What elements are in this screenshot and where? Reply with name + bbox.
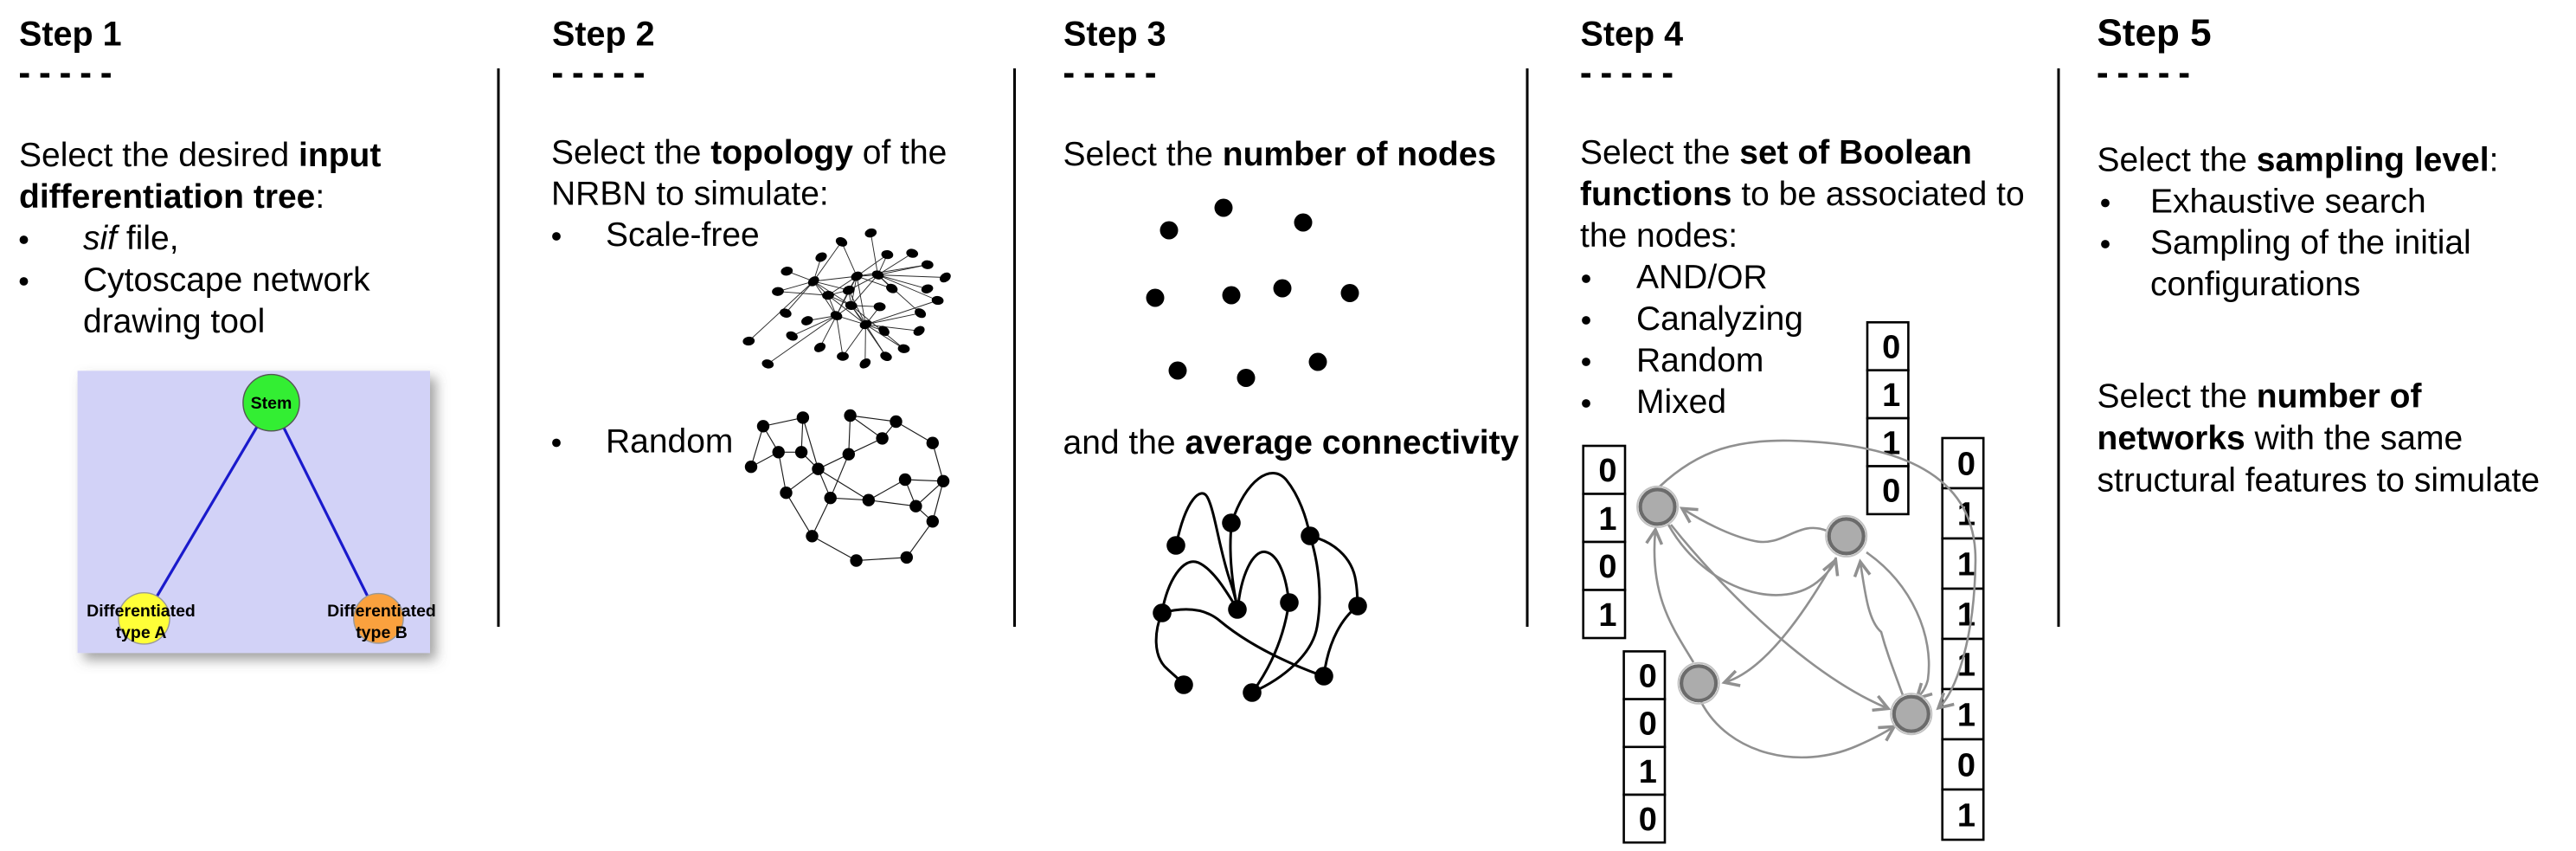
svg-text:configurations: configurations <box>2150 266 2361 303</box>
svg-text:Select the topology of the: Select the topology of the <box>551 134 947 171</box>
svg-text:type A: type A <box>116 623 167 642</box>
svg-text:1: 1 <box>1598 597 1616 634</box>
svg-text:0: 0 <box>1882 330 1900 366</box>
svg-text:0: 0 <box>1639 802 1657 838</box>
svg-text:differentiation tree:: differentiation tree: <box>19 178 324 216</box>
svg-text:Random: Random <box>606 423 733 461</box>
svg-text:NRBN to simulate:: NRBN to simulate: <box>551 176 829 213</box>
svg-text:Canalyzing: Canalyzing <box>1636 300 1803 338</box>
svg-text:Step 1: Step 1 <box>19 16 122 54</box>
svg-text:0: 0 <box>1598 453 1616 489</box>
svg-text:0: 0 <box>1639 659 1657 695</box>
svg-text:Exhaustive search: Exhaustive search <box>2150 184 2426 221</box>
svg-text:1: 1 <box>1639 754 1657 790</box>
svg-text:1: 1 <box>1882 425 1900 461</box>
svg-text:Step 4: Step 4 <box>1581 16 1684 54</box>
svg-text:Step 2: Step 2 <box>552 16 655 54</box>
svg-text:functions to be associated to: functions to be associated to <box>1580 176 2025 213</box>
svg-text:Mixed: Mixed <box>1636 384 1726 421</box>
svg-text:AND/OR: AND/OR <box>1636 259 1768 296</box>
svg-text:Select the sampling level:: Select the sampling level: <box>2097 142 2499 179</box>
svg-text:Stem: Stem <box>251 394 292 413</box>
svg-text:0: 0 <box>1598 549 1616 585</box>
svg-text:Step 3: Step 3 <box>1063 16 1166 54</box>
svg-text:Select the desired input: Select the desired input <box>19 137 381 174</box>
svg-text:Step 5: Step 5 <box>2097 12 2212 55</box>
svg-text:Random: Random <box>1636 342 1763 379</box>
svg-text:type B: type B <box>356 623 408 642</box>
svg-text:Cytoscape network: Cytoscape network <box>83 261 370 299</box>
svg-text:1: 1 <box>1957 547 1975 583</box>
svg-text:1: 1 <box>1957 648 1975 684</box>
svg-text:1: 1 <box>1957 698 1975 734</box>
svg-text:structural features to simulat: structural features to simulate <box>2097 462 2541 500</box>
svg-text:0: 0 <box>1957 447 1975 483</box>
svg-text:Select the number of nodes: Select the number of nodes <box>1063 136 1497 173</box>
svg-text:Scale-free: Scale-free <box>606 216 760 254</box>
svg-text:the nodes:: the nodes: <box>1580 217 1738 255</box>
svg-text:Sampling of the initial: Sampling of the initial <box>2150 224 2471 261</box>
svg-text:0: 0 <box>1639 706 1657 743</box>
svg-text:1: 1 <box>1598 501 1616 538</box>
svg-text:drawing tool: drawing tool <box>83 303 265 340</box>
svg-text:0: 0 <box>1882 474 1900 510</box>
svg-text:Differentiated: Differentiated <box>327 602 436 621</box>
svg-text:1: 1 <box>1882 377 1900 414</box>
svg-text:sif file,: sif file, <box>83 220 179 257</box>
svg-text:0: 0 <box>1957 748 1975 784</box>
svg-text:Differentiated: Differentiated <box>87 602 196 621</box>
svg-text:Select the number of: Select the number of <box>2097 378 2423 416</box>
svg-text:1: 1 <box>1957 798 1975 835</box>
svg-text:networks with the same: networks with the same <box>2097 420 2464 457</box>
svg-text:Select the set of Boolean: Select the set of Boolean <box>1580 134 1972 171</box>
svg-text:and the average connectivity: and the average connectivity <box>1063 424 1519 461</box>
